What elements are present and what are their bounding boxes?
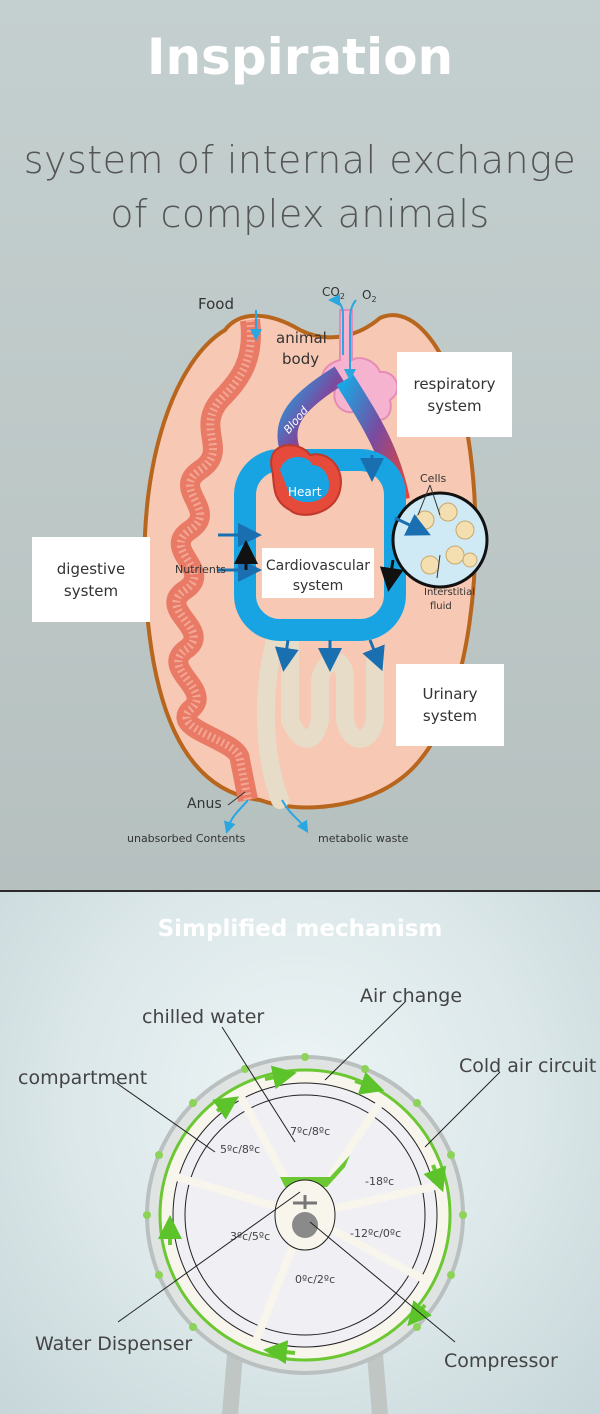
- urinary-system-box: Urinary system: [396, 664, 504, 746]
- leader-lines: [114, 1001, 501, 1343]
- metabolic-waste-label: metabolic waste: [318, 832, 409, 845]
- o2-label: O2: [362, 288, 377, 304]
- animal-exchange-diagram: Food animal body CO2 O2 Blood Heart Cell…: [127, 285, 489, 845]
- digestive-label-1: digestive: [56, 559, 126, 578]
- compressor-unit: [292, 1212, 318, 1238]
- interstitial-label-1: Interstitial: [424, 587, 475, 598]
- rim-bumps: [143, 1053, 467, 1331]
- temp-lower-right: -12ºc/0ºc: [350, 1227, 401, 1240]
- mechanism-diagram: 7ºc/8ºc 5ºc/8ºc -18ºc 3ºc/5ºc -12ºc/0ºc …: [18, 985, 596, 1414]
- stand: [222, 1354, 388, 1414]
- interstitial-label-2: fluid: [430, 601, 452, 612]
- nutrients-label: Nutrients: [175, 563, 226, 576]
- digestive-system-box: digestive system: [32, 537, 150, 622]
- temp-upper-left: 5ºc/8ºc: [220, 1143, 260, 1156]
- inspiration-section: Inspiration system of internal exchange …: [0, 0, 600, 890]
- water-dispenser-label: Water Dispenser: [35, 1333, 192, 1355]
- cells-label: Cells: [420, 472, 447, 485]
- urinary-label-1: Urinary: [422, 685, 478, 703]
- chilled-water-label: chilled water: [142, 1006, 264, 1028]
- air-change-label: Air change: [360, 985, 462, 1007]
- subtitle-line-1: system of internal exchange: [23, 138, 577, 182]
- cold-air-circuit-label: Cold air circuit: [459, 1055, 596, 1077]
- food-label: Food: [198, 295, 234, 313]
- section-divider: [0, 890, 600, 892]
- temp-upper-right: -18ºc: [365, 1175, 394, 1188]
- compartment-label: compartment: [18, 1067, 147, 1089]
- water-dispenser-tap: [293, 1195, 317, 1209]
- compressor-label: Compressor: [444, 1350, 558, 1372]
- co2-label: CO2: [322, 285, 345, 301]
- mechanism-title: Simplified mechanism: [157, 916, 443, 942]
- airflow-arrows: [158, 1065, 447, 1365]
- digestive-label-2: system: [63, 581, 119, 600]
- blood-vessel: [277, 366, 346, 454]
- animal-body-label-2: body: [282, 350, 319, 368]
- heart-label: Heart: [288, 485, 322, 499]
- cardiovascular-box: [262, 548, 374, 598]
- temp-bottom: 0ºc/2ºc: [295, 1273, 335, 1286]
- page-title: Inspiration: [146, 28, 454, 86]
- chilled-water-tank: [280, 1155, 350, 1187]
- temp-lower-left: 3ºc/5ºc: [230, 1230, 270, 1243]
- anus-label: Anus: [187, 796, 222, 812]
- unabsorbed-label: unabsorbed Contents: [127, 832, 246, 845]
- mechanism-section: Simplified mechanism 7ºc/8ºc 5º: [0, 892, 600, 1414]
- respiratory-label-1: respiratory: [413, 374, 496, 393]
- cardiovascular-label-2: system: [293, 578, 344, 594]
- cardiovascular-label-1: Cardiovascular: [266, 558, 370, 574]
- respiratory-system-box: respiratory system: [397, 352, 512, 437]
- urinary-label-2: system: [422, 707, 478, 725]
- animal-body-label-1: animal: [276, 329, 327, 347]
- respiratory-label-2: system: [427, 396, 482, 415]
- subtitle-line-2: of complex animals: [110, 192, 490, 236]
- temp-top: 7ºc/8ºc: [290, 1125, 330, 1138]
